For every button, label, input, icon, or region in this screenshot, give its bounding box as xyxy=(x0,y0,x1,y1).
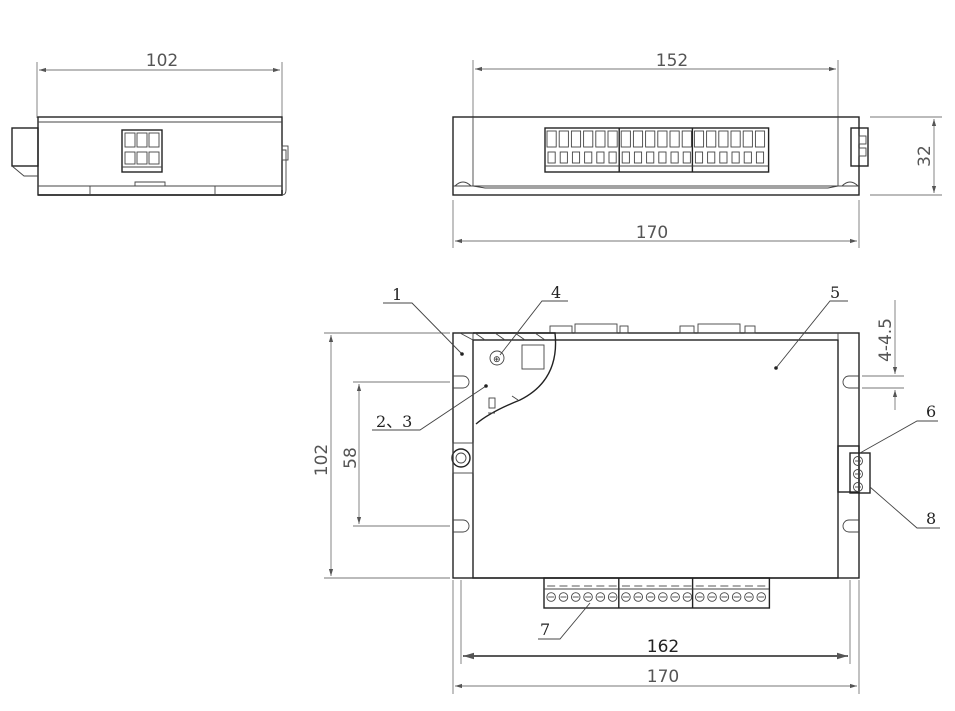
front-view: 152 32 170 xyxy=(452,51,942,248)
front-pin xyxy=(546,130,557,148)
front-pin xyxy=(558,130,569,148)
top-cover xyxy=(472,339,839,579)
front-pin xyxy=(645,130,656,148)
bottom-pin xyxy=(670,592,680,602)
mount-slot-left-bottom xyxy=(453,519,470,533)
bottom-pin xyxy=(583,592,593,602)
front-pin xyxy=(583,130,594,148)
side-left-connector xyxy=(11,127,39,167)
bottom-pin xyxy=(546,592,556,602)
dim-side-width: 102 xyxy=(146,51,178,71)
bottom-pin xyxy=(658,592,668,602)
front-pin xyxy=(657,130,668,148)
bottom-pin xyxy=(621,592,631,602)
bottom-pin xyxy=(558,592,569,602)
dim-front-total-width: 170 xyxy=(636,223,668,243)
front-pin xyxy=(595,130,606,148)
callout-7: 7 xyxy=(540,620,550,639)
cutaway-region xyxy=(473,332,557,425)
top-view: ⊕ 102 xyxy=(312,283,940,694)
callout-1: 1 xyxy=(392,285,402,304)
front-pin xyxy=(669,130,680,148)
left-round-connector xyxy=(451,448,471,468)
dim-front-height: 32 xyxy=(915,145,935,167)
callout-6: 6 xyxy=(926,402,936,421)
bottom-terminal-strip xyxy=(543,577,771,609)
side-body xyxy=(37,116,283,196)
dim-mount-width: 162 xyxy=(647,637,679,657)
callout-2-3: 2、3 xyxy=(376,412,412,431)
bottom-pin xyxy=(756,592,767,602)
front-pin xyxy=(681,130,692,148)
callout-5: 5 xyxy=(830,283,840,302)
front-pin xyxy=(742,130,753,148)
front-pin xyxy=(730,130,741,148)
bottom-pin xyxy=(595,592,606,602)
dim-top-total-width: 170 xyxy=(647,667,679,687)
dim-hole-diameter: 4-4.5 xyxy=(876,318,896,362)
side-view: 102 xyxy=(11,51,289,196)
power-terminal xyxy=(837,445,871,494)
dim-front-inner-width: 152 xyxy=(656,51,688,71)
bottom-pin xyxy=(695,592,705,602)
front-pin xyxy=(693,130,705,148)
front-terminal-strip xyxy=(544,127,770,173)
top-plate xyxy=(452,332,860,579)
bottom-pin xyxy=(607,592,618,602)
bottom-pin xyxy=(719,592,730,602)
svg-text:⊕: ⊕ xyxy=(493,355,501,365)
bottom-pin xyxy=(682,592,693,602)
mount-slot-right-bottom xyxy=(842,519,859,533)
potentiometer-icon xyxy=(489,350,505,366)
dim-top-height: 102 xyxy=(312,444,332,476)
bottom-pin xyxy=(744,592,754,602)
front-pin xyxy=(570,130,582,148)
front-pin xyxy=(718,130,729,148)
mount-slot-right-top xyxy=(842,375,859,389)
bottom-pin xyxy=(571,592,581,602)
front-pin xyxy=(607,130,618,148)
front-pin xyxy=(620,130,631,148)
front-pin xyxy=(754,130,766,148)
bottom-pin xyxy=(645,592,656,602)
side-terminal-block xyxy=(121,129,163,173)
bottom-pin xyxy=(633,592,644,602)
mount-slot-left-top xyxy=(453,375,470,389)
bottom-pin xyxy=(707,592,717,602)
callout-8: 8 xyxy=(926,509,936,528)
front-pin xyxy=(632,130,644,148)
bottom-pin xyxy=(731,592,742,602)
dim-hole-spacing: 58 xyxy=(341,447,361,469)
callout-4: 4 xyxy=(551,283,561,302)
front-pin xyxy=(706,130,717,148)
